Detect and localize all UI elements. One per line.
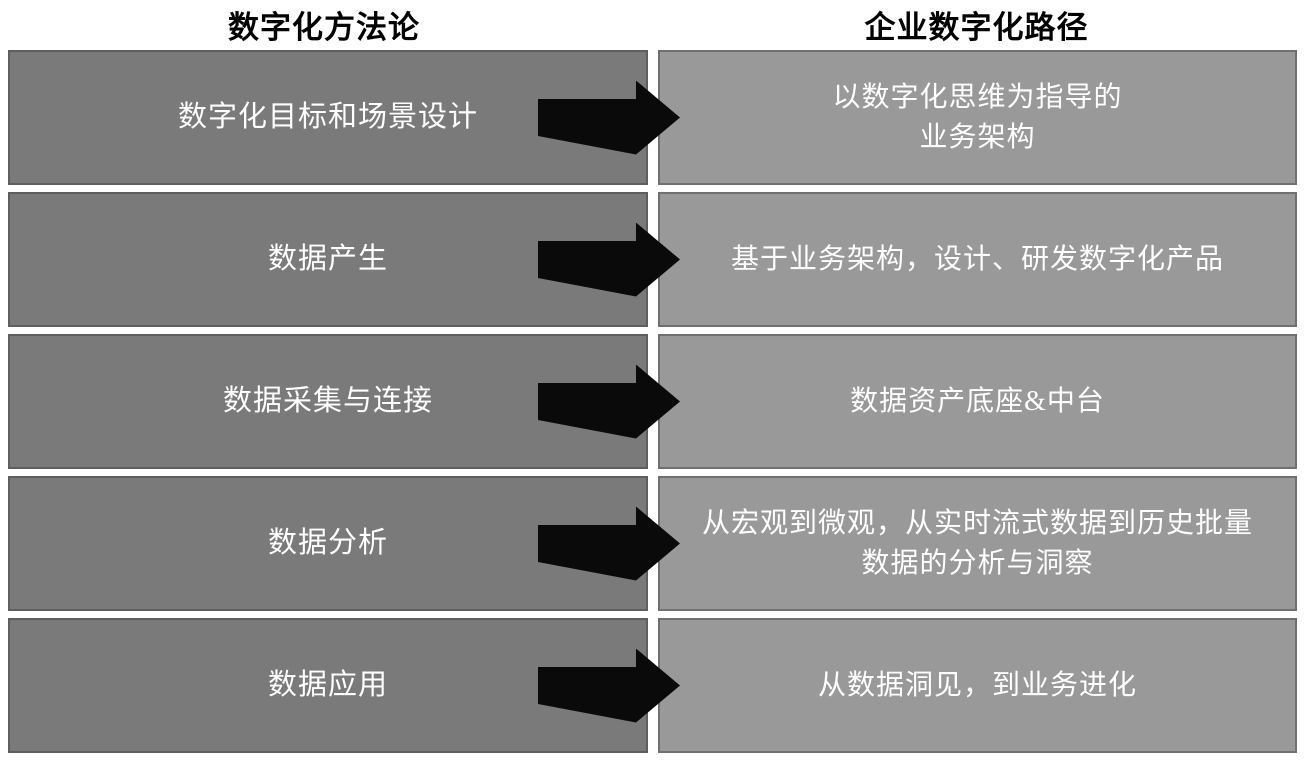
methodology-label: 数据产生 — [267, 243, 388, 276]
methodology-label: 数据采集与连接 — [222, 385, 433, 418]
diagram-row-1: 数字化目标和场景设计 以数字化思维为指导的 业务架构 — [0, 50, 1305, 185]
diagram-row-4: 数据分析 从宏观到微观，从实时流式数据到历史批量 数据的分析与洞察 — [0, 476, 1305, 611]
diagram-row-2: 数据产生 基于业务架构，设计、研发数字化产品 — [0, 192, 1305, 327]
path-label: 以数字化思维为指导的 业务架构 — [832, 82, 1123, 153]
column-headers: 数字化方法论 企业数字化路径 — [0, 0, 1305, 48]
diagram-rows: 数字化目标和场景设计 以数字化思维为指导的 业务架构 数据产生 基于业务架构，设… — [0, 50, 1305, 760]
path-box-3: 数据资产底座&中台 — [658, 334, 1297, 469]
path-box-4: 从宏观到微观，从实时流式数据到历史批量 数据的分析与洞察 — [658, 476, 1297, 611]
path-box-2: 基于业务架构，设计、研发数字化产品 — [658, 192, 1297, 327]
path-box-5: 从数据洞见，到业务进化 — [658, 618, 1297, 753]
path-box-1: 以数字化思维为指导的 业务架构 — [658, 50, 1297, 185]
path-label: 从数据洞见，到业务进化 — [817, 669, 1137, 701]
right-column-header: 企业数字化路径 — [864, 9, 1089, 45]
path-label: 从宏观到微观，从实时流式数据到历史批量 数据的分析与洞察 — [701, 508, 1253, 579]
left-column-header: 数字化方法论 — [228, 9, 420, 45]
methodology-label: 数据应用 — [267, 669, 388, 702]
path-label: 数据资产底座&中台 — [850, 385, 1105, 417]
diagram-row-3: 数据采集与连接 数据资产底座&中台 — [0, 334, 1305, 469]
path-label: 基于业务架构，设计、研发数字化产品 — [730, 243, 1224, 275]
methodology-label: 数据分析 — [267, 527, 388, 560]
methodology-label: 数字化目标和场景设计 — [177, 101, 478, 134]
diagram-row-5: 数据应用 从数据洞见，到业务进化 — [0, 618, 1305, 753]
